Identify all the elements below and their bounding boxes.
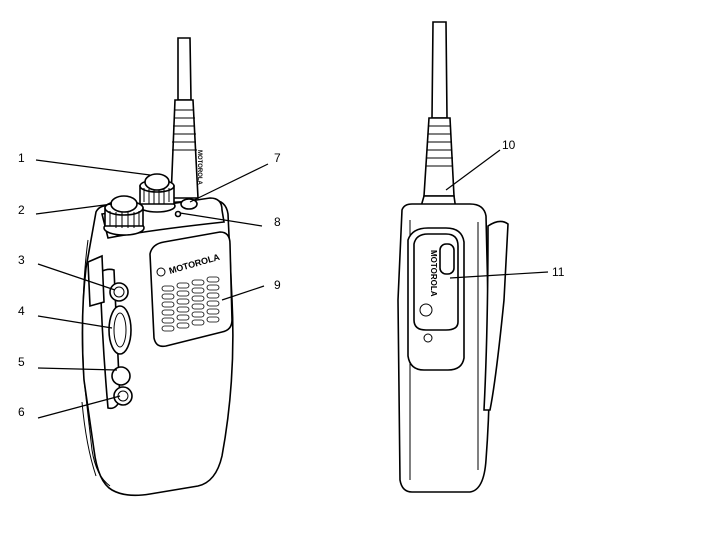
speaker-slot — [191, 319, 205, 326]
top-button[interactable] — [180, 198, 198, 210]
antenna-brand-text: MOTOROLA — [196, 150, 202, 186]
speaker-slot — [161, 309, 175, 316]
speaker-slot — [191, 279, 205, 286]
speaker-slot — [176, 298, 190, 305]
speaker-slot — [161, 285, 175, 292]
accessory-connector[interactable]: MOTOROLA — [407, 227, 465, 371]
callout-3: 3 — [18, 253, 25, 267]
leader-lines — [35, 149, 549, 419]
callout-5: 5 — [18, 355, 25, 369]
speaker-slot — [161, 325, 175, 332]
belt-clip — [483, 220, 509, 411]
speaker-slot — [176, 306, 190, 313]
callout-11: 11 — [552, 265, 565, 279]
speaker-slot — [206, 276, 220, 283]
speaker-slot — [191, 311, 205, 318]
side-button-3[interactable] — [113, 386, 133, 406]
speaker-slot — [176, 282, 190, 289]
channel-selector-knob[interactable] — [138, 173, 176, 213]
callout-8: 8 — [274, 215, 281, 229]
left-accessory — [87, 254, 105, 308]
speaker-slot — [176, 314, 190, 321]
callout-10: 10 — [502, 138, 516, 152]
callout-2: 2 — [18, 203, 25, 217]
side-key[interactable] — [439, 243, 455, 275]
speaker-slot — [176, 322, 190, 329]
side-button-1[interactable] — [109, 282, 129, 302]
side-antenna — [431, 21, 448, 119]
callout-9: 9 — [274, 278, 281, 292]
callout-1: 1 — [18, 151, 25, 165]
front-antenna: MOTOROLA — [170, 37, 202, 199]
volume-knob[interactable] — [103, 195, 145, 236]
side-radio: MOTOROLA — [397, 21, 509, 493]
callout-6: 6 — [18, 405, 25, 419]
speaker-slot — [176, 290, 190, 297]
speaker-grille: MOTOROLA — [149, 231, 233, 348]
front-radio: MOTOROLA — [81, 37, 234, 497]
speaker-slot — [191, 295, 205, 302]
speaker-slot — [191, 303, 205, 310]
side-brand-text: MOTOROLA — [429, 250, 438, 297]
speaker-slot — [191, 287, 205, 294]
callout-4: 4 — [18, 304, 25, 318]
speaker-slot — [161, 293, 175, 300]
led-indicator — [174, 210, 182, 218]
speaker-slot — [161, 301, 175, 308]
speaker-slot — [206, 308, 220, 315]
speaker-slot — [206, 316, 220, 323]
speaker-slot — [206, 300, 220, 307]
speaker-slot — [161, 317, 175, 324]
ptt-button[interactable] — [108, 305, 132, 355]
speaker-slot — [206, 284, 220, 291]
side-button-2[interactable] — [111, 366, 131, 386]
callout-7: 7 — [274, 151, 281, 165]
speaker-slot — [206, 292, 220, 299]
callout-labels: 1 2 3 4 5 6 7 8 9 10 11 — [18, 138, 565, 419]
